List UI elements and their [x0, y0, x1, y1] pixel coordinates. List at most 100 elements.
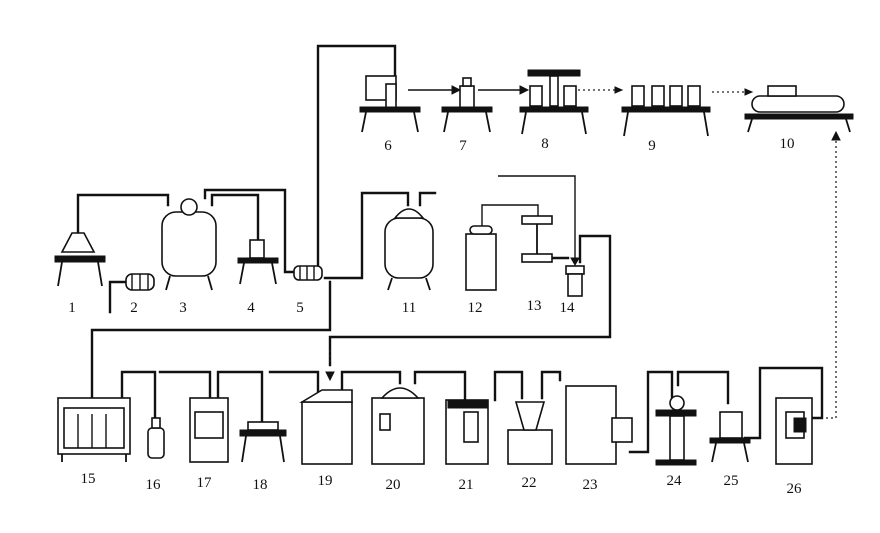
unit-12-top	[469, 225, 493, 235]
label-unit-4: 4	[247, 300, 255, 316]
unit-19	[299, 389, 353, 465]
unit-1-flask	[60, 232, 96, 253]
unit-9-bottle-d	[687, 85, 701, 107]
label-unit-11: 11	[402, 300, 416, 316]
pipe-14-out	[328, 234, 612, 367]
arrow-26-to-10	[831, 130, 841, 141]
unit-18	[239, 421, 287, 463]
unit-20-dome	[380, 387, 420, 399]
label-unit-21: 21	[459, 477, 474, 493]
arrow-9-to-10	[744, 88, 754, 96]
unit-1	[54, 232, 106, 287]
label-unit-26: 26	[787, 481, 803, 497]
unit-8-bottle-a	[529, 85, 543, 107]
label-unit-24: 24	[667, 473, 683, 489]
pipe-24-to-25	[676, 370, 730, 405]
unit-18-legs	[241, 435, 285, 463]
unit-23	[565, 385, 633, 465]
unit-9	[621, 85, 711, 137]
unit-16	[147, 417, 165, 459]
pipe-21-to-22	[493, 370, 524, 402]
unit-16-flask	[147, 427, 165, 459]
unit-4	[237, 239, 279, 285]
label-unit-2: 2	[130, 300, 138, 316]
arrow-into-19	[325, 371, 335, 382]
unit-8-column	[549, 75, 559, 107]
unit-14-funnel	[565, 265, 585, 275]
unit-7-legs	[443, 111, 491, 133]
unit-6-bottle	[385, 83, 397, 109]
unit-16-neck	[151, 417, 161, 429]
unit-9-bottle-c	[669, 85, 683, 107]
pipe-5-to-6	[316, 44, 397, 274]
unit-17-door	[194, 411, 224, 439]
unit-9-bottle-b	[651, 85, 665, 107]
unit-12-column	[465, 233, 497, 291]
unit-14-receiver	[567, 273, 583, 297]
unit-10-legs	[747, 118, 851, 133]
unit-5	[293, 265, 323, 281]
unit-10-bed	[744, 113, 854, 120]
unit-19-hood	[299, 389, 353, 403]
unit-12	[465, 225, 497, 291]
pipe-17-to-18	[216, 370, 264, 430]
unit-26-block	[793, 417, 807, 433]
pipe-20-to-21	[413, 370, 467, 402]
unit-15	[57, 397, 131, 462]
unit-8-bottle-b	[563, 85, 577, 107]
unit-8-head	[527, 69, 581, 77]
unit-4-table	[237, 257, 279, 264]
unit-9-table	[621, 106, 711, 113]
label-unit-20: 20	[386, 477, 401, 493]
unit-2	[125, 273, 155, 291]
label-unit-13: 13	[527, 298, 542, 314]
arrow-6-to-7	[451, 85, 462, 95]
unit-17	[189, 397, 229, 463]
unit-25-legs	[711, 442, 749, 463]
unit-3-legs	[165, 275, 213, 291]
unit-18-table	[239, 429, 287, 437]
unit-6-table	[359, 106, 421, 113]
unit-25-table	[709, 437, 751, 444]
unit-4-bottle	[249, 239, 265, 259]
unit-2-fins	[131, 274, 149, 290]
label-unit-16: 16	[146, 477, 162, 493]
pipe-18-to-19	[268, 370, 320, 400]
unit-10	[744, 85, 854, 133]
flow-26-to-10	[826, 138, 837, 419]
pipe-3-to-5	[203, 188, 302, 274]
unit-15-feet	[61, 454, 127, 462]
pipe-23-to-24	[628, 370, 674, 454]
unit-19-cabinet	[301, 401, 353, 465]
unit-21-head	[447, 399, 489, 409]
unit-21-hopper	[463, 411, 479, 443]
unit-11-reactor	[384, 217, 434, 279]
unit-13-bottom-plate	[521, 253, 553, 263]
pipelines	[76, 44, 837, 454]
unit-7-bottle	[459, 85, 475, 109]
unit-24-base	[655, 459, 697, 466]
pipe-15-to-16	[120, 370, 157, 420]
unit-4-legs	[239, 262, 277, 285]
pipe-1-to-3	[76, 193, 170, 235]
label-unit-23: 23	[583, 477, 598, 493]
unit-5-filter	[293, 265, 323, 281]
pipe-5-to-11	[323, 191, 410, 280]
unit-18-tray	[247, 421, 279, 431]
unit-1-legs	[57, 261, 103, 287]
unit-9-bottle-a	[631, 85, 645, 107]
unit-6	[359, 75, 421, 133]
label-unit-3: 3	[179, 300, 187, 316]
label-unit-12: 12	[468, 300, 483, 316]
unit-7-cap	[462, 77, 472, 87]
unit-10-hood	[767, 85, 797, 97]
unit-3-dome	[180, 198, 198, 216]
arrow-7-to-8	[519, 85, 530, 95]
label-unit-17: 17	[197, 475, 213, 491]
pipe-3-to-4	[210, 193, 260, 242]
unit-9-legs	[623, 111, 709, 137]
label-unit-25: 25	[724, 473, 739, 489]
label-unit-10: 10	[780, 136, 795, 152]
